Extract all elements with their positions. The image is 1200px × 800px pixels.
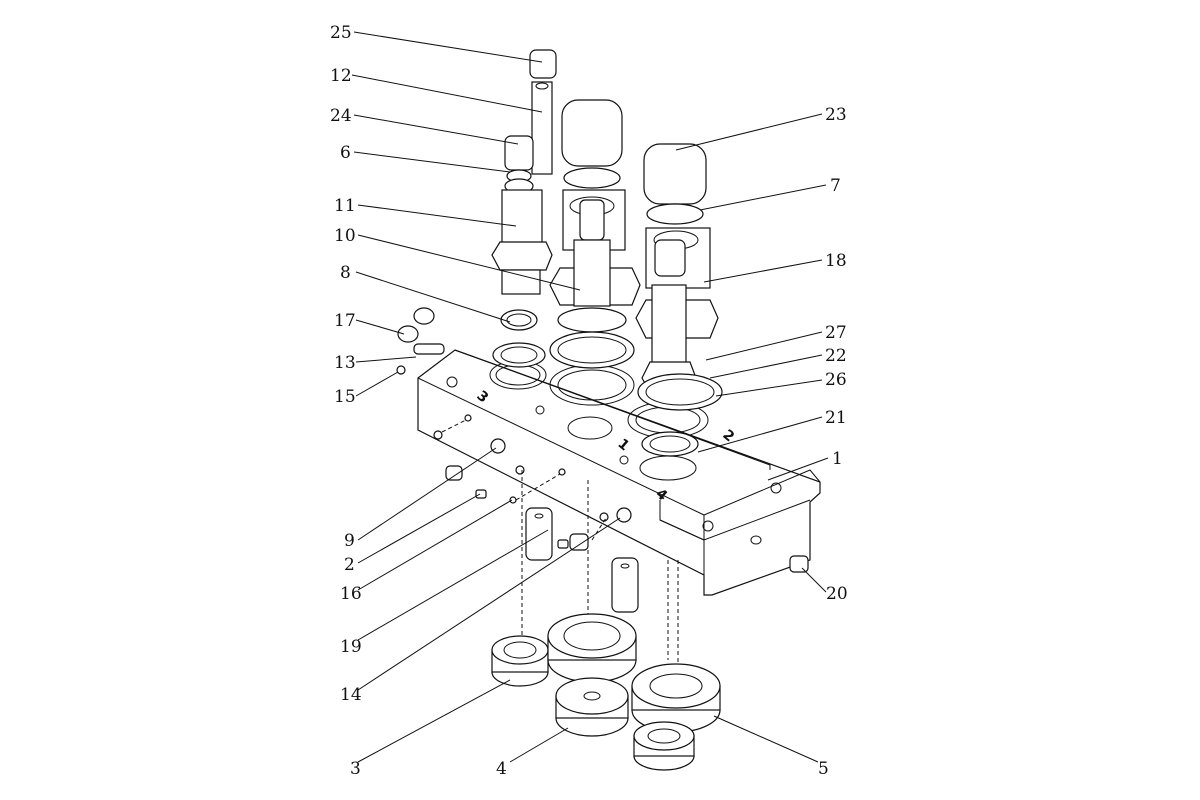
callout-26: 26 bbox=[825, 370, 847, 390]
callout-15: 15 bbox=[334, 387, 356, 407]
callout-5: 5 bbox=[818, 759, 829, 779]
callout-2: 2 bbox=[344, 555, 355, 575]
callout-9: 9 bbox=[344, 531, 355, 551]
callout-25: 25 bbox=[330, 23, 352, 43]
callout-18: 18 bbox=[825, 251, 847, 271]
callout-7: 7 bbox=[830, 176, 841, 196]
callout-17: 17 bbox=[334, 311, 356, 331]
callout-24: 24 bbox=[330, 106, 352, 126]
callout-20: 20 bbox=[826, 584, 848, 604]
small-screws bbox=[433, 414, 809, 573]
callout-8: 8 bbox=[340, 263, 351, 283]
leader-lines bbox=[351, 31, 829, 763]
callout-10: 10 bbox=[334, 226, 356, 246]
callout-3: 3 bbox=[350, 759, 361, 779]
callout-19: 19 bbox=[340, 637, 362, 657]
port-mark-2: 2 bbox=[719, 427, 737, 446]
callout-27: 27 bbox=[825, 323, 847, 343]
side-fittings bbox=[396, 307, 445, 375]
callout-labels: 25 12 24 6 11 10 8 17 13 15 23 7 18 27 2… bbox=[330, 23, 848, 779]
bottom-valve-assemblies bbox=[491, 613, 721, 771]
callout-22: 22 bbox=[825, 346, 847, 366]
spool-cartridges bbox=[521, 470, 679, 710]
callout-16: 16 bbox=[340, 584, 362, 604]
right-valve-stack bbox=[635, 143, 723, 457]
callout-12: 12 bbox=[330, 66, 352, 86]
left-valve-stack bbox=[491, 49, 557, 368]
callout-14: 14 bbox=[340, 685, 362, 705]
callout-21: 21 bbox=[825, 408, 847, 428]
callout-11: 11 bbox=[334, 196, 356, 216]
callout-4: 4 bbox=[496, 759, 507, 779]
callout-23: 23 bbox=[825, 105, 847, 125]
center-valve-stack bbox=[549, 99, 641, 369]
callout-6: 6 bbox=[340, 143, 351, 163]
callout-1: 1 bbox=[832, 449, 843, 469]
callout-13: 13 bbox=[334, 353, 356, 373]
